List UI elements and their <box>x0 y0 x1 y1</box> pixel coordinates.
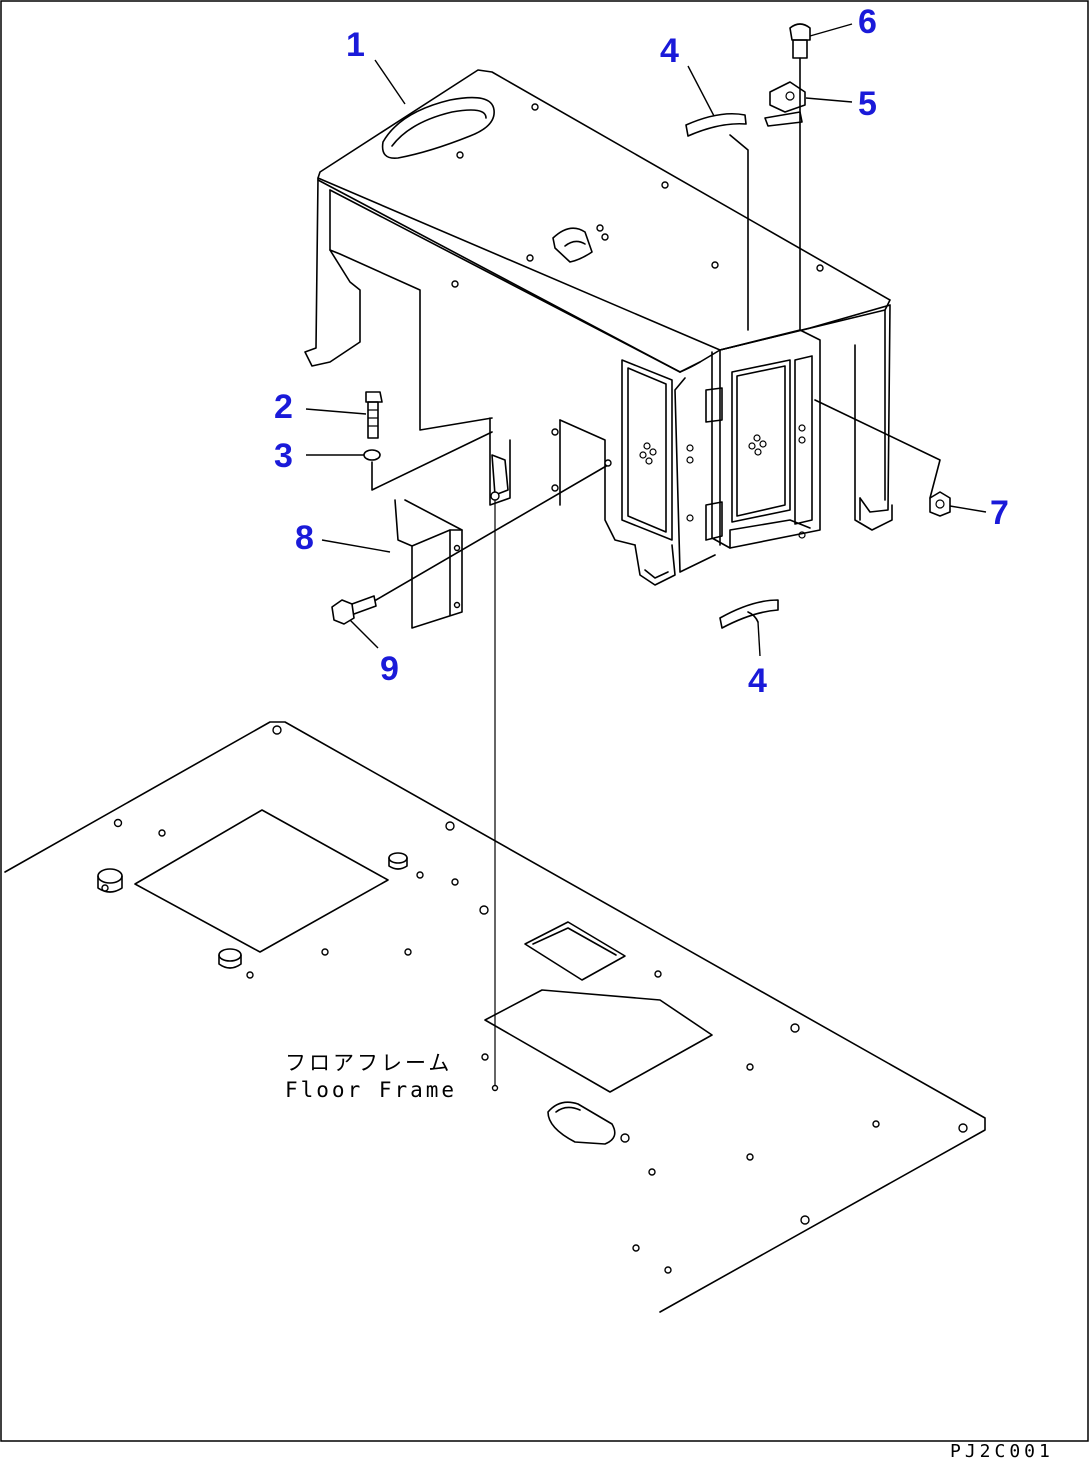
callout-6: 6 <box>809 3 877 41</box>
svg-text:7: 7 <box>990 494 1009 532</box>
callout-4-upper: 4 <box>660 32 715 117</box>
nut-part <box>814 399 951 517</box>
washer-part <box>363 449 381 461</box>
cushion-strip-upper-part <box>685 112 749 331</box>
drawing-code: PJ2C001 <box>950 1441 1054 1461</box>
callout-7: 7 <box>949 494 1009 532</box>
bolt-part <box>365 391 383 439</box>
svg-text:5: 5 <box>858 85 877 123</box>
flange-bolt-part <box>331 459 612 625</box>
svg-text:3: 3 <box>274 437 293 475</box>
svg-text:4: 4 <box>660 32 679 70</box>
clip-part <box>764 57 806 331</box>
svg-text:4: 4 <box>748 662 767 700</box>
cushion-strip-lower-part <box>719 599 779 629</box>
callout-1: 1 <box>346 26 406 105</box>
floor-frame-label-jp: フロアフレーム <box>285 1051 452 1075</box>
callout-9: 9 <box>349 619 399 688</box>
svg-text:8: 8 <box>295 519 314 557</box>
screw-part <box>789 23 811 59</box>
console-box-part <box>304 69 893 586</box>
callout-8: 8 <box>295 519 391 557</box>
floor-frame <box>4 721 986 1313</box>
floor-frame-label-en: Floor Frame <box>285 1078 457 1102</box>
svg-text:6: 6 <box>858 3 877 41</box>
callout-4-lower: 4 <box>748 621 767 700</box>
callout-2: 2 <box>274 388 367 426</box>
callout-3: 3 <box>274 437 364 475</box>
svg-text:2: 2 <box>274 388 293 426</box>
corner-bracket-part <box>394 499 463 629</box>
callout-5: 5 <box>805 85 877 123</box>
svg-text:9: 9 <box>380 650 399 688</box>
svg-text:1: 1 <box>346 26 365 64</box>
